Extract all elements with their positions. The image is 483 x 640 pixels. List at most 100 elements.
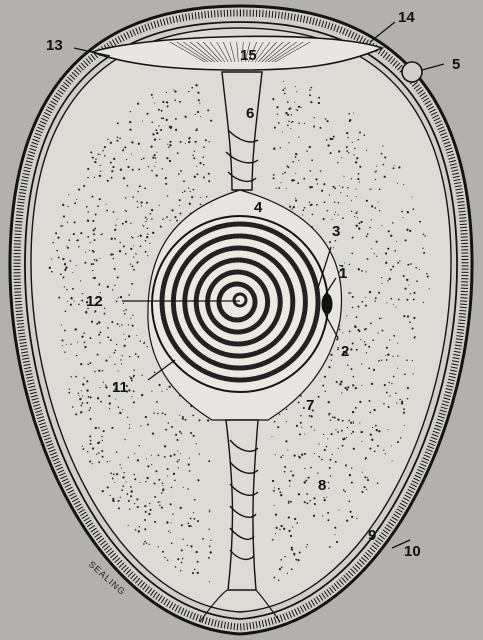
stipple-dot bbox=[393, 335, 395, 337]
stipple-dot bbox=[137, 506, 139, 508]
stipple-dot bbox=[155, 129, 157, 131]
stipple-dot bbox=[180, 453, 181, 454]
stipple-dot bbox=[102, 370, 104, 372]
stipple-dot bbox=[292, 474, 294, 476]
stipple-dot bbox=[147, 424, 149, 426]
stipple-dot bbox=[170, 127, 172, 129]
stipple-dot bbox=[123, 245, 125, 247]
stipple-dot bbox=[333, 247, 334, 248]
stipple-dot bbox=[304, 501, 306, 503]
stipple-dot bbox=[341, 430, 343, 432]
stipple-dot bbox=[324, 201, 326, 203]
stipple-dot bbox=[142, 120, 143, 121]
stipple-dot bbox=[140, 425, 141, 426]
stipple-dot bbox=[128, 457, 130, 459]
stipple-dot bbox=[132, 237, 134, 239]
stipple-dot bbox=[141, 159, 142, 160]
stipple-dot bbox=[333, 136, 335, 138]
stipple-dot bbox=[371, 248, 372, 249]
stipple-dot bbox=[367, 479, 369, 481]
stipple-dot bbox=[128, 335, 130, 337]
stipple-dot bbox=[179, 205, 180, 206]
stipple-dot bbox=[129, 356, 130, 357]
stipple-dot bbox=[118, 406, 120, 408]
stipple-dot bbox=[160, 129, 162, 131]
stipple-dot bbox=[314, 453, 315, 454]
stipple-dot bbox=[76, 355, 77, 356]
stipple-dot bbox=[329, 467, 331, 469]
stipple-dot bbox=[284, 471, 286, 473]
stipple-dot bbox=[162, 551, 164, 553]
stipple-dot bbox=[146, 542, 147, 543]
stipple-dot bbox=[70, 260, 72, 262]
stipple-dot bbox=[352, 411, 354, 413]
stipple-dot bbox=[320, 170, 322, 172]
stipple-dot bbox=[309, 202, 310, 203]
stipple-dot bbox=[138, 169, 140, 171]
stipple-dot bbox=[197, 173, 199, 175]
stipple-dot bbox=[102, 440, 103, 441]
stipple-dot bbox=[60, 225, 62, 227]
stipple-dot bbox=[412, 360, 413, 361]
stipple-dot bbox=[158, 455, 160, 457]
stipple-dot bbox=[338, 448, 339, 449]
stipple-dot bbox=[105, 384, 106, 385]
stipple-dot bbox=[407, 315, 409, 317]
stipple-dot bbox=[171, 426, 173, 428]
stipple-dot bbox=[130, 263, 131, 264]
stipple-dot bbox=[274, 421, 276, 423]
stipple-dot bbox=[330, 475, 331, 476]
stipple-dot bbox=[130, 486, 132, 488]
stipple-dot bbox=[200, 116, 201, 117]
stipple-dot bbox=[273, 490, 275, 492]
stipple-dot bbox=[419, 269, 420, 270]
stipple-dot bbox=[397, 262, 399, 264]
stipple-dot bbox=[287, 449, 288, 450]
stipple-dot bbox=[374, 450, 376, 452]
stipple-dot bbox=[422, 248, 423, 249]
stipple-dot bbox=[136, 498, 138, 500]
stipple-dot bbox=[49, 267, 51, 269]
stipple-dot bbox=[189, 470, 191, 472]
stipple-dot bbox=[344, 387, 346, 389]
stipple-dot bbox=[141, 394, 143, 396]
stipple-dot bbox=[154, 372, 155, 373]
stipple-dot bbox=[91, 263, 93, 265]
stipple-dot bbox=[125, 309, 127, 311]
stipple-dot bbox=[375, 300, 376, 301]
stipple-dot bbox=[132, 315, 133, 316]
stipple-dot bbox=[307, 544, 308, 545]
stipple-dot bbox=[93, 251, 95, 253]
stipple-dot bbox=[347, 195, 348, 196]
stipple-dot bbox=[351, 482, 353, 484]
stipple-dot bbox=[144, 528, 146, 530]
stipple-dot bbox=[279, 414, 280, 415]
stipple-dot bbox=[378, 292, 380, 294]
stipple-dot bbox=[181, 562, 183, 564]
stipple-dot bbox=[94, 177, 95, 178]
stipple-dot bbox=[162, 412, 164, 414]
stipple-dot bbox=[372, 339, 374, 341]
stipple-dot bbox=[130, 318, 131, 319]
stipple-dot bbox=[303, 407, 305, 409]
stipple-dot bbox=[93, 263, 95, 265]
stipple-dot bbox=[129, 424, 130, 425]
stipple-dot bbox=[118, 371, 119, 372]
stipple-dot bbox=[96, 454, 97, 455]
stipple-dot bbox=[338, 509, 339, 510]
stipple-dot bbox=[119, 464, 120, 465]
stipple-dot bbox=[197, 520, 199, 522]
stipple-dot bbox=[145, 251, 147, 253]
stipple-dot bbox=[193, 518, 195, 520]
stipple-dot bbox=[282, 89, 284, 91]
stipple-dot bbox=[151, 170, 153, 172]
stipple-dot bbox=[289, 485, 290, 486]
stipple-dot bbox=[195, 84, 197, 86]
stipple-dot bbox=[326, 446, 328, 448]
stipple-dot bbox=[171, 209, 173, 211]
stipple-dot bbox=[356, 225, 358, 227]
stipple-dot bbox=[90, 443, 92, 445]
stipple-dot bbox=[152, 133, 154, 135]
stipple-dot bbox=[91, 321, 93, 323]
stipple-dot bbox=[392, 222, 394, 224]
